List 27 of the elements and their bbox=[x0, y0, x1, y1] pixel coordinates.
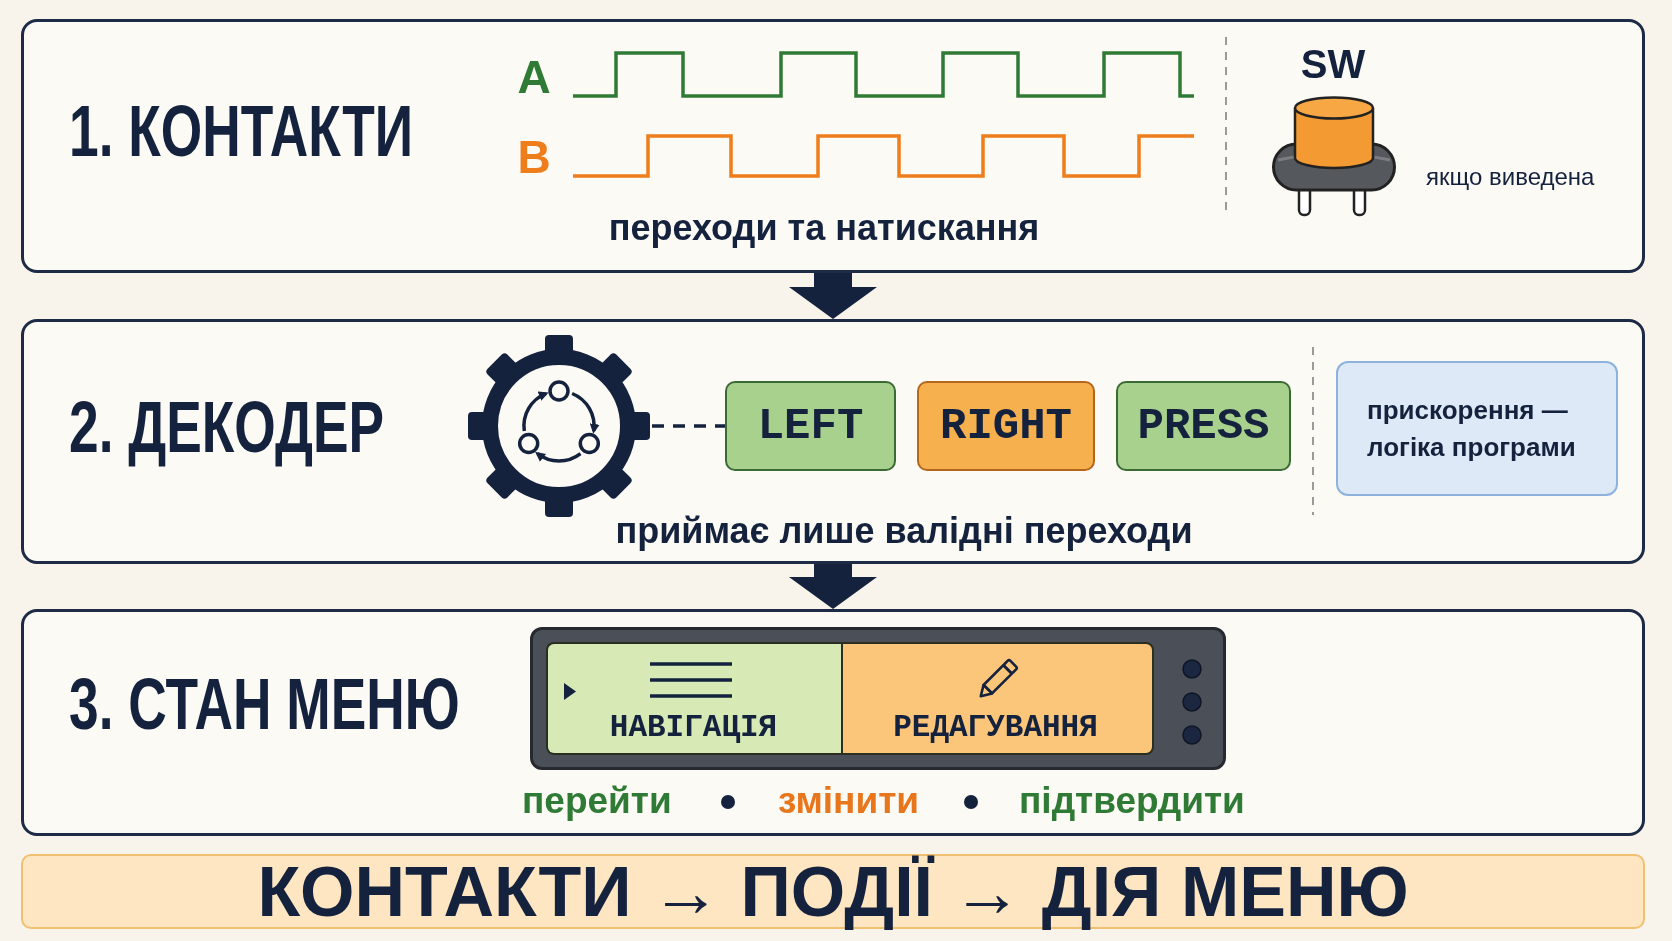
section-caption: приймає лише валідні переходи bbox=[615, 513, 1193, 550]
flow-arrow bbox=[789, 564, 877, 609]
action-label: перейти bbox=[522, 781, 672, 819]
section-panel bbox=[21, 609, 1645, 836]
mode-label: РЕДАГУВАННЯ bbox=[893, 712, 1098, 743]
event-tag: PRESS bbox=[1116, 381, 1291, 471]
dashed-connector bbox=[652, 424, 725, 428]
section-title: 1. КОНТАКТИ bbox=[69, 95, 414, 167]
flow-arrow bbox=[789, 273, 877, 319]
note-text: якщо виведена bbox=[1426, 164, 1595, 189]
event-tag: RIGHT bbox=[917, 381, 1095, 471]
switch-label: SW bbox=[1300, 44, 1366, 84]
section-caption: переходи та натискання bbox=[608, 210, 1040, 247]
signal-name: B bbox=[517, 134, 551, 180]
note-box: прискорення — логіка програми bbox=[1336, 361, 1618, 496]
menu-mode-panel bbox=[841, 642, 1154, 755]
action-label: підтвердити bbox=[1019, 781, 1245, 819]
section-panel bbox=[21, 19, 1645, 273]
summary-banner: КОНТАКТИ → ПОДІЇ → ДІЯ МЕНЮ bbox=[21, 854, 1645, 929]
section-title: 3. СТАН МЕНЮ bbox=[69, 668, 460, 740]
section-panel bbox=[21, 319, 1645, 564]
signal-name: A bbox=[517, 54, 551, 100]
menu-mode-panel bbox=[546, 642, 841, 755]
mode-label: НАВІГАЦІЯ bbox=[609, 712, 778, 743]
action-label: змінити bbox=[778, 781, 920, 819]
event-tag: LEFT bbox=[725, 381, 896, 471]
menu-display bbox=[530, 627, 1226, 770]
